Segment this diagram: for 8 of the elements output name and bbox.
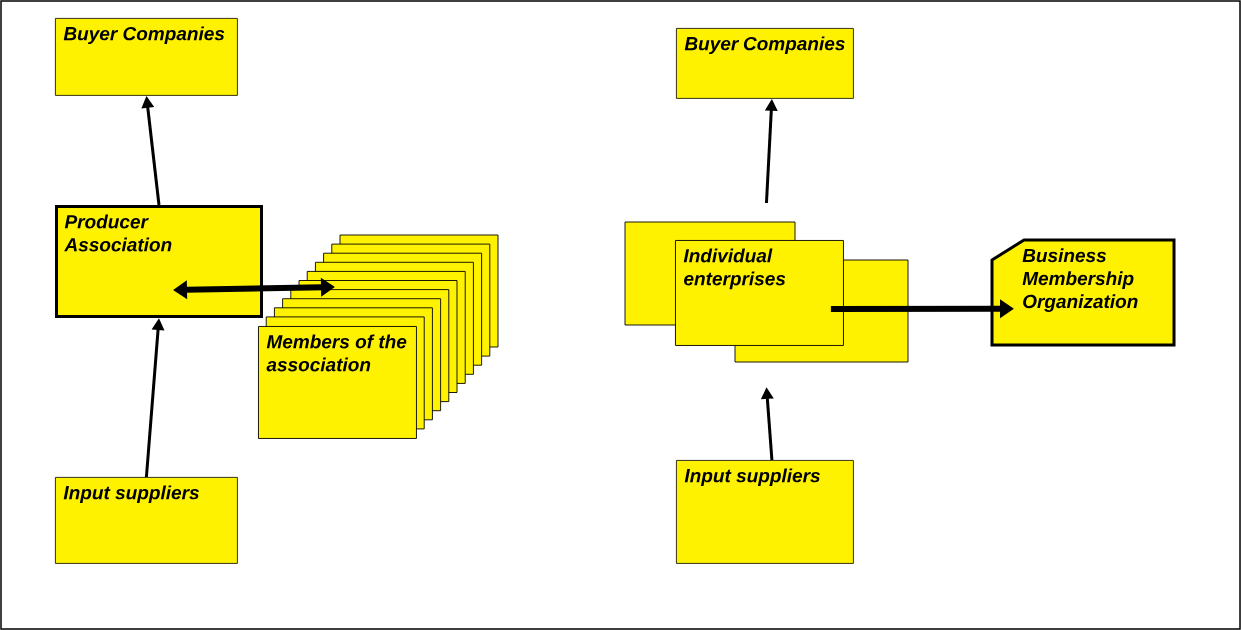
stacked-cards: Members of the association [258,234,499,439]
process-box: Producer Association [55,205,263,318]
node-label: Individual [683,248,773,263]
stacked-cards: Individual enterprises [624,221,909,363]
process-box: Input suppliers [676,460,854,564]
process-box: Input suppliers [55,477,238,564]
process-box: Buyer Companies [676,28,854,99]
process-box: Buyer Companies [55,18,238,96]
